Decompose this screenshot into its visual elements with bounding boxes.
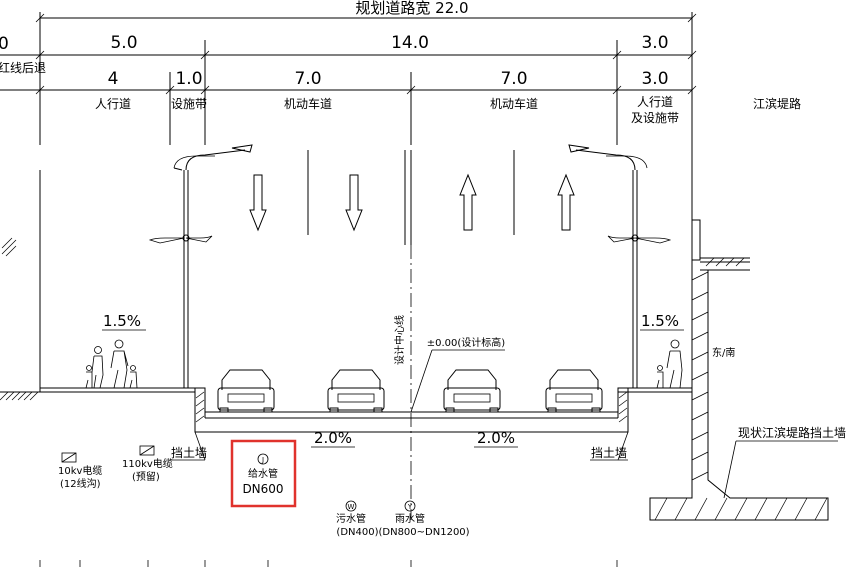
down-arrow-1 bbox=[249, 174, 267, 232]
car-1 bbox=[217, 369, 275, 413]
dim-row2-sidewalk: 4 bbox=[108, 69, 119, 89]
cable-10kv-label: 10kv电缆 bbox=[58, 464, 102, 477]
retaining-wall-right: 挡土墙 bbox=[591, 446, 627, 460]
dim-row2-lane-left: 7.0 bbox=[294, 69, 321, 89]
cable-110kv: 110kv电缆 (预留) bbox=[122, 445, 173, 483]
zone-embankment-road: 江滨堤路 bbox=[753, 96, 801, 111]
pedestrians-right bbox=[656, 339, 683, 389]
up-arrow-1 bbox=[459, 173, 477, 231]
water-pipe: J 给水管 DN600 bbox=[242, 453, 284, 496]
pedestrians-left bbox=[85, 339, 138, 389]
elevation-label: ±0.00(设计标高) bbox=[427, 336, 506, 349]
sewage-pipe: W 污水管 bbox=[336, 500, 366, 525]
water-pipe-symbol: J bbox=[261, 456, 264, 464]
down-arrow-2 bbox=[345, 174, 363, 232]
sidewalk-right bbox=[618, 387, 692, 393]
dim-row1-middle: 14.0 bbox=[391, 33, 429, 53]
slope-sidewalk-left: 1.5% bbox=[103, 312, 141, 330]
sidewalk-left bbox=[40, 387, 195, 393]
sewage-symbol: W bbox=[348, 503, 355, 511]
dimension-lines bbox=[0, 12, 697, 567]
embankment-wall bbox=[649, 150, 829, 521]
car-4 bbox=[545, 369, 603, 413]
existing-wall-label: 现状江滨堤路挡土墙 bbox=[738, 425, 846, 440]
zone-lane-left: 机动车道 bbox=[284, 96, 332, 111]
centerline-label: 设计中心线 bbox=[393, 315, 406, 365]
direction-label: 东/南 bbox=[712, 346, 735, 359]
retaining-wall-left: 挡土墙 bbox=[171, 446, 207, 460]
sewage-label: 污水管 bbox=[336, 512, 366, 525]
water-pipe-highlight bbox=[230, 439, 297, 508]
zone-sidewalk-left: 人行道 bbox=[95, 97, 131, 111]
cable-10kv-sub: (12线沟) bbox=[60, 477, 101, 490]
rain-pipe: Y 雨水管 bbox=[395, 500, 425, 525]
zone-lane-right: 机动车道 bbox=[490, 96, 538, 111]
dim-row1-left: 5.0 bbox=[110, 33, 137, 53]
cable-110kv-sub: (预留) bbox=[132, 470, 160, 483]
rain-label: 雨水管 bbox=[395, 512, 425, 525]
water-pipe-size: DN600 bbox=[242, 482, 283, 496]
slope-road-left: 2.0% bbox=[314, 429, 352, 447]
dim-row2-right: 3.0 bbox=[641, 69, 668, 89]
lane-arrows bbox=[249, 173, 575, 232]
zone-sidewalk-right-1: 人行道 bbox=[637, 95, 673, 109]
total-width-label: 规划道路宽 22.0 bbox=[355, 0, 468, 17]
street-lamp-right bbox=[568, 144, 672, 388]
lane-markings bbox=[307, 150, 515, 245]
left-cut-char: 0 bbox=[0, 34, 9, 54]
street-lamp-left bbox=[148, 144, 253, 388]
rain-symbol: Y bbox=[407, 503, 413, 511]
zone-sidewalk-right-2: 及设施带 bbox=[631, 111, 679, 125]
water-pipe-label: 给水管 bbox=[248, 467, 278, 480]
dim-row2-facility: 1.0 bbox=[175, 69, 202, 89]
dim-row1-right: 3.0 bbox=[641, 33, 668, 53]
dim-row2-lane-right: 7.0 bbox=[500, 69, 527, 89]
up-arrow-2 bbox=[557, 173, 575, 231]
left-setback-label: 红线后退 bbox=[0, 60, 46, 75]
slope-sidewalk-right: 1.5% bbox=[641, 312, 679, 330]
car-3 bbox=[443, 369, 501, 413]
left-edge bbox=[0, 170, 41, 401]
zone-facility-left: 设施带 bbox=[171, 97, 207, 111]
slope-road-right: 2.0% bbox=[477, 429, 515, 447]
curb-hatching bbox=[195, 391, 628, 423]
car-2 bbox=[327, 369, 385, 413]
embankment-hatching bbox=[654, 257, 828, 521]
cable-10kv: 10kv电缆 (12线沟) bbox=[58, 452, 102, 490]
pipe-sizes: (DN400)(DN800~DN1200) bbox=[336, 527, 469, 538]
cable-110kv-label: 110kv电缆 bbox=[122, 457, 173, 470]
